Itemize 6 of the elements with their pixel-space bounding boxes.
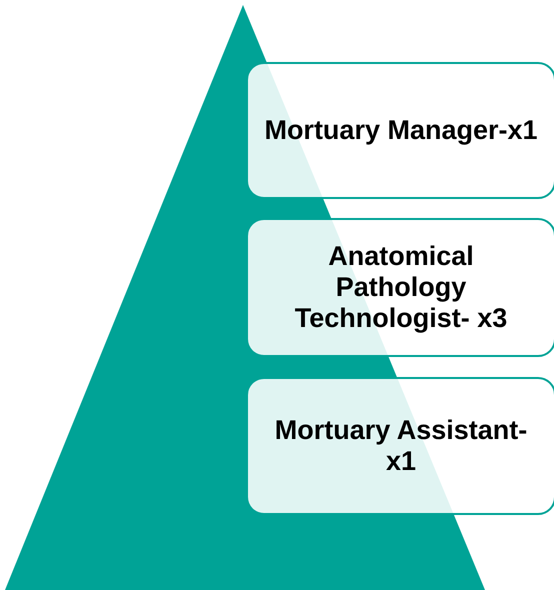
level-box xyxy=(246,62,554,199)
role-label: Mortuary Assistant- x1 xyxy=(274,415,528,477)
level-box xyxy=(246,218,554,357)
level-box xyxy=(246,377,554,515)
role-label: Anatomical Pathology Technologist- x3 xyxy=(294,241,508,334)
role-label: Mortuary Manager-x1 xyxy=(263,115,539,146)
